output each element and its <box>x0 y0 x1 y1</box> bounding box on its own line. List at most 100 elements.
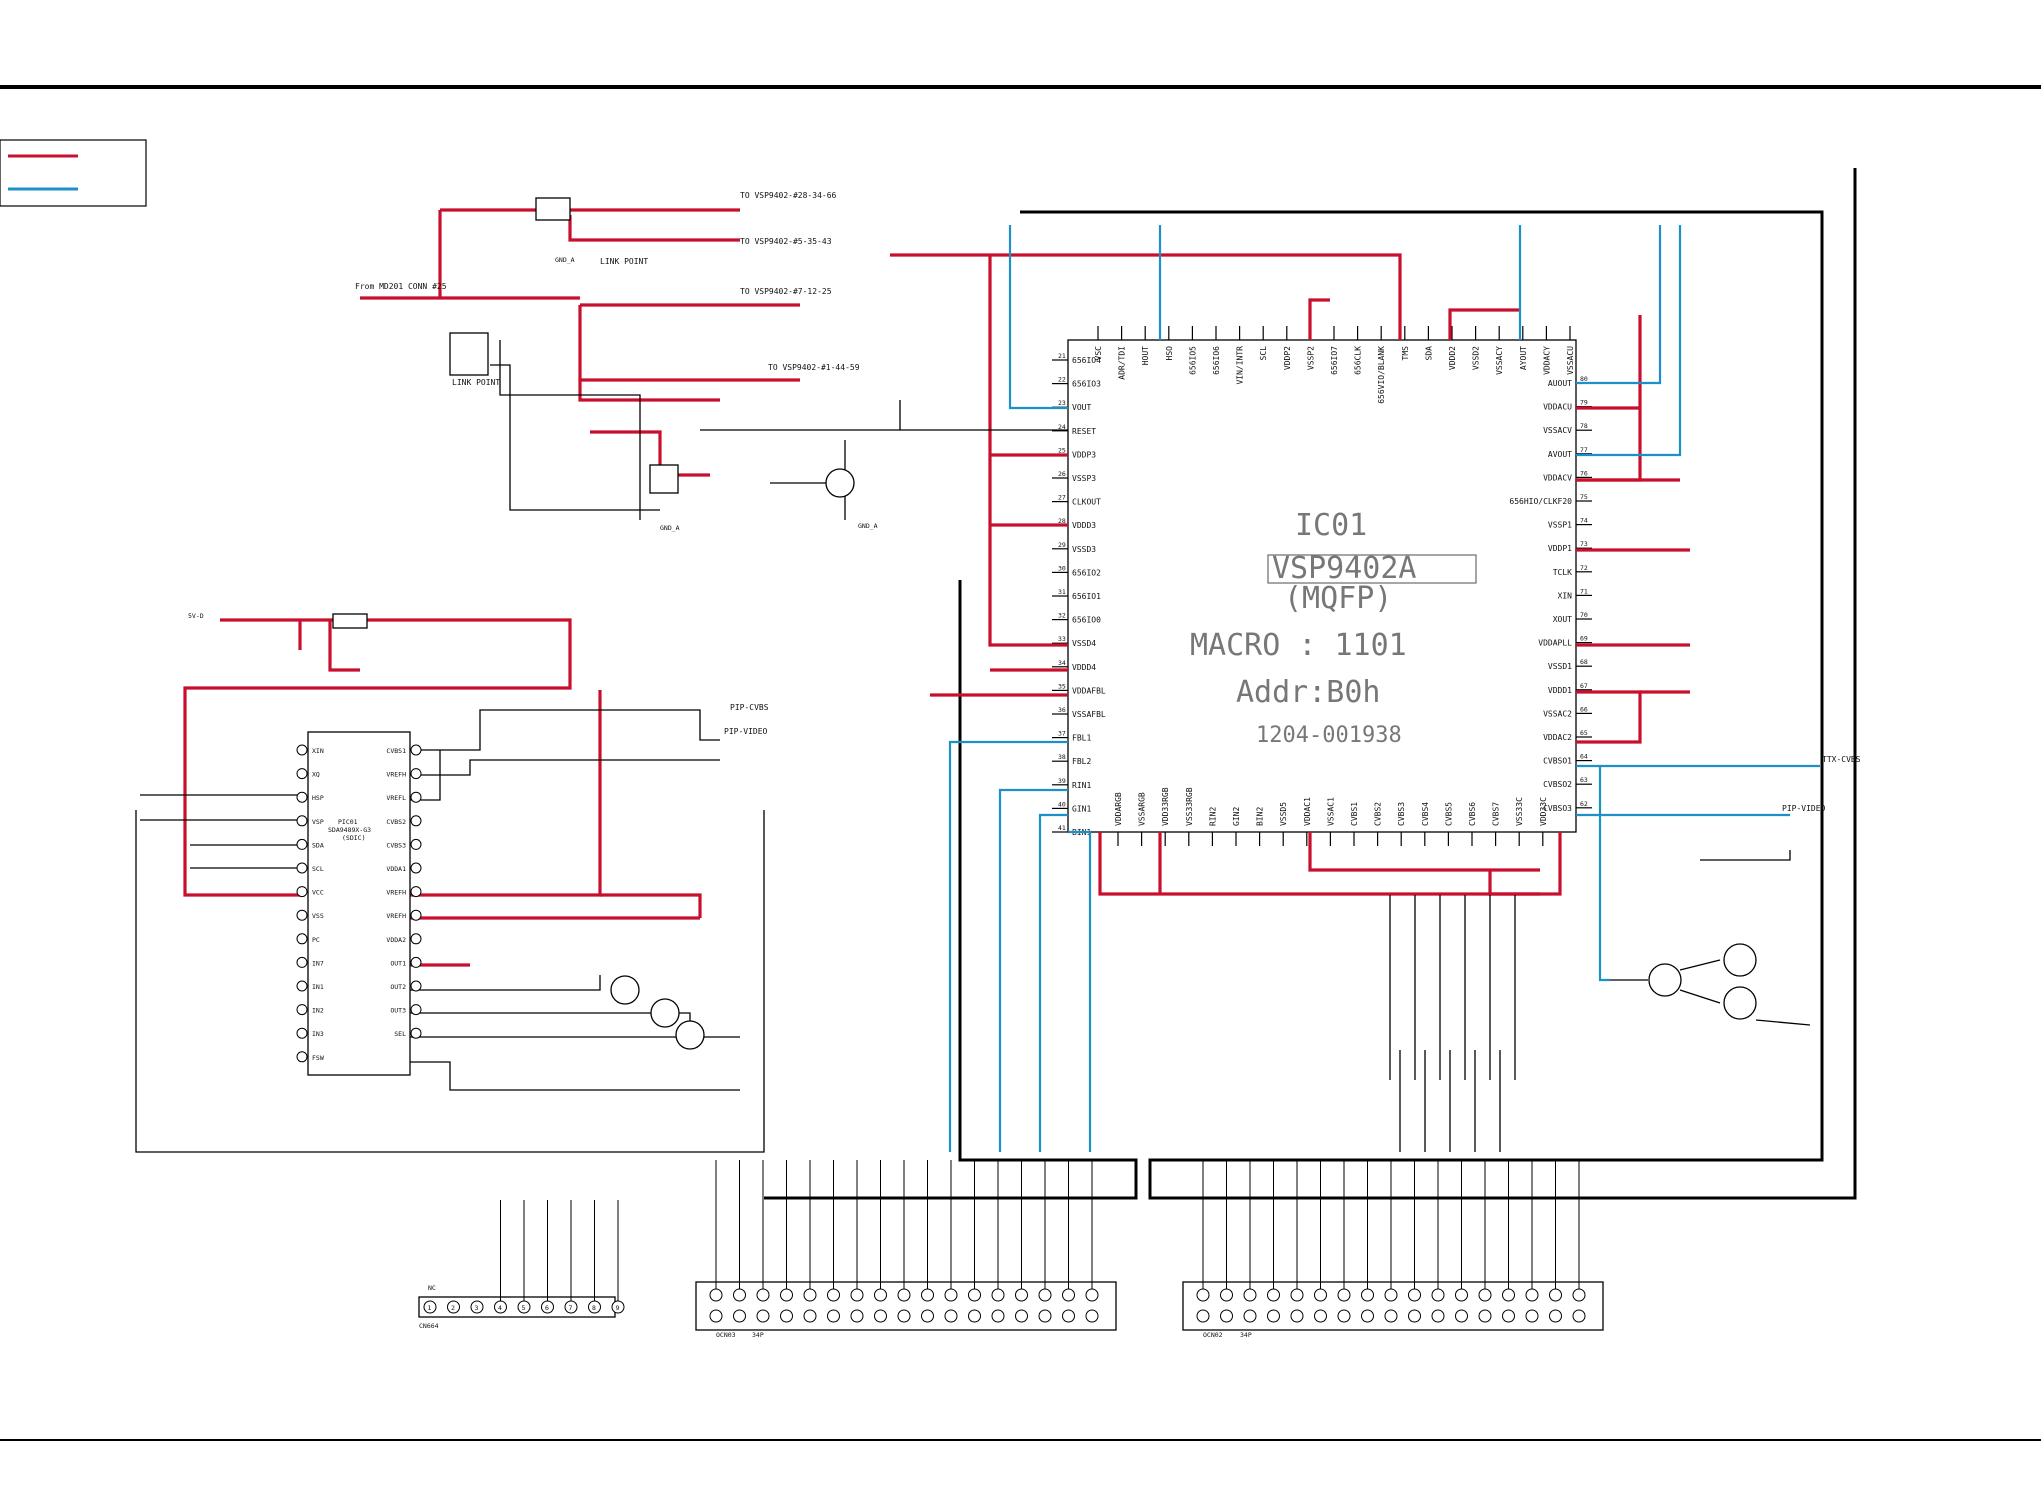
cn664-pin-num: 5 <box>522 1304 526 1312</box>
pip-block: PIC01 SDA9489X-G3 (SDIC) 5V-D PIP-CVBS P… <box>140 612 769 1091</box>
ic01-pin-num: 76 <box>1580 469 1588 477</box>
pip-cvbs-label: PIP-CVBS <box>730 703 769 712</box>
pic01-pin-marker <box>296 791 308 803</box>
ic01-pin-name: VSSACU <box>1566 346 1575 375</box>
connector-pin-even <box>944 1288 958 1302</box>
pic01-pin-name: FSW <box>312 1054 324 1062</box>
ic01-pin-name: 656VIO/BLANK <box>1377 346 1386 404</box>
to-label-4: TO VSP9402-#1-44-59 <box>768 363 860 372</box>
ic01-pin-name: 656IO1 <box>1072 592 1101 601</box>
net-avout <box>1576 225 1682 457</box>
connector-pin-even <box>1431 1288 1445 1302</box>
ic01-pin-name: CVBS4 <box>1421 802 1430 826</box>
net-3v3-bottom <box>1488 870 1540 896</box>
net-1v8-b <box>568 215 740 242</box>
ic01-pin-num: 32 <box>1058 612 1066 620</box>
ic01-pin-num: 68 <box>1580 658 1588 666</box>
pic01-pin-marker <box>410 791 422 803</box>
transistor-eq03 <box>1648 963 1682 997</box>
to-label-2: TO VSP9402-#5-35-43 <box>740 237 832 246</box>
cn664-pin-num: 4 <box>498 1304 502 1312</box>
connector-pin-even <box>733 1288 746 1302</box>
ic01-pin-name: AYOUT <box>1519 346 1528 370</box>
connector-pin-odd <box>827 1309 840 1323</box>
ic01-pin-name: VDD33C <box>1539 797 1548 826</box>
ic01-pin-num: 33 <box>1058 635 1066 643</box>
pic01-pin-name: CVBS2 <box>386 818 406 826</box>
pic01-pin-marker <box>410 1004 422 1016</box>
ic01-pin-name: SDA <box>1424 346 1433 361</box>
pic01-pin-name: HSP <box>312 794 324 802</box>
pic01-pin-name: VSS <box>312 912 324 920</box>
pic01-pin-marker <box>296 933 308 945</box>
ic01-pin-num: 21 <box>1058 352 1066 360</box>
ic01-pin-name: 656IO2 <box>1072 568 1101 577</box>
connector-pin-odd <box>944 1309 958 1323</box>
pic01-pin-name: VREFH <box>386 889 406 897</box>
ic01-pin-num: 79 <box>1580 399 1588 407</box>
connector-pin-even <box>850 1288 864 1302</box>
ic01-pin-name: TCLK <box>1553 568 1572 577</box>
ic01-pin-num: 72 <box>1580 564 1588 572</box>
ic01-pin-name: VDDAC2 <box>1543 733 1572 742</box>
cn664-pin <box>470 1300 484 1314</box>
ic01-pin-name: VDDP3 <box>1072 450 1096 459</box>
transistor-pq03 <box>675 1020 705 1050</box>
regulator-pic04 <box>332 613 368 629</box>
connector-pin-even <box>1455 1288 1468 1302</box>
connector-pin-odd <box>1243 1309 1257 1323</box>
connector-pin-even <box>874 1288 887 1302</box>
cn664-ref: CN664 <box>419 1322 439 1330</box>
net-3v3-top <box>890 253 1402 340</box>
output-stage: TTX-CVBS PIP-VIDEO <box>1610 755 1861 1026</box>
reset-line <box>700 400 901 431</box>
connector-pin-odd <box>756 1309 770 1323</box>
connector-pin-odd <box>1062 1309 1075 1323</box>
ic01-pin-num: 39 <box>1058 777 1066 785</box>
ic01-pin-name: TMS <box>1401 346 1410 361</box>
ic01-pin-name: VSSAFBL <box>1072 710 1106 719</box>
pip-bus <box>135 810 765 1153</box>
pic01-pin-marker <box>410 933 422 945</box>
connector-pin-odd <box>1038 1309 1052 1323</box>
ic01-ref: IC01 <box>1295 508 1367 543</box>
connector-pin-odd <box>1314 1309 1327 1323</box>
ic01-pin-name: CVBS3 <box>1397 802 1406 826</box>
ic01-pin-name: VSSACY <box>1495 346 1504 375</box>
connector-pin-even <box>1314 1288 1327 1302</box>
pic01-pin-name: VREFH <box>386 912 406 920</box>
to-label-3: TO VSP9402-#7-12-25 <box>740 287 832 296</box>
pic01-pin-marker <box>296 744 308 756</box>
cn664-pin-num: 1 <box>428 1304 432 1312</box>
ic01-code: 1204-001938 <box>1256 723 1402 748</box>
pic01-pin-marker <box>410 862 422 874</box>
connector-pin-even <box>1337 1288 1351 1302</box>
ic01-pin-name: CVBS6 <box>1468 802 1477 826</box>
ic01-macro: MACRO : 1101 <box>1190 628 1407 663</box>
pic01-pin-name: XIN <box>312 747 324 755</box>
connector-pin-odd <box>1196 1309 1210 1323</box>
ic01-pin-name: 656HIO/CLKF20 <box>1509 497 1572 506</box>
connector-pin-even <box>827 1288 840 1302</box>
pic01-pin-name: SEL <box>394 1030 406 1038</box>
connector-pin-even <box>1038 1288 1052 1302</box>
connector-pin-even <box>803 1288 817 1302</box>
resistor-bank-lines <box>1389 895 1516 1080</box>
ic01-pin-num: 27 <box>1058 494 1066 502</box>
ic01-pin-name: VDDAPLL <box>1538 639 1572 648</box>
pic01-pin-name: IN1 <box>312 983 324 991</box>
ic01-pin-num: 77 <box>1580 446 1588 454</box>
ic01-pin-num: 70 <box>1580 611 1588 619</box>
connector-pin-odd <box>1431 1309 1445 1323</box>
net-vsync <box>1008 225 1068 410</box>
connector-pin-even <box>780 1288 793 1302</box>
net-bin1 <box>1068 830 1092 1152</box>
ic01-pin-name: VDD33RGB <box>1161 787 1170 826</box>
ic01-pin-name: AUOUT <box>1548 379 1572 388</box>
pic01-pin-name: VCC <box>312 889 324 897</box>
ic01-pin-name: VDDARGB <box>1114 792 1123 826</box>
net-vddd3 <box>988 255 1068 647</box>
